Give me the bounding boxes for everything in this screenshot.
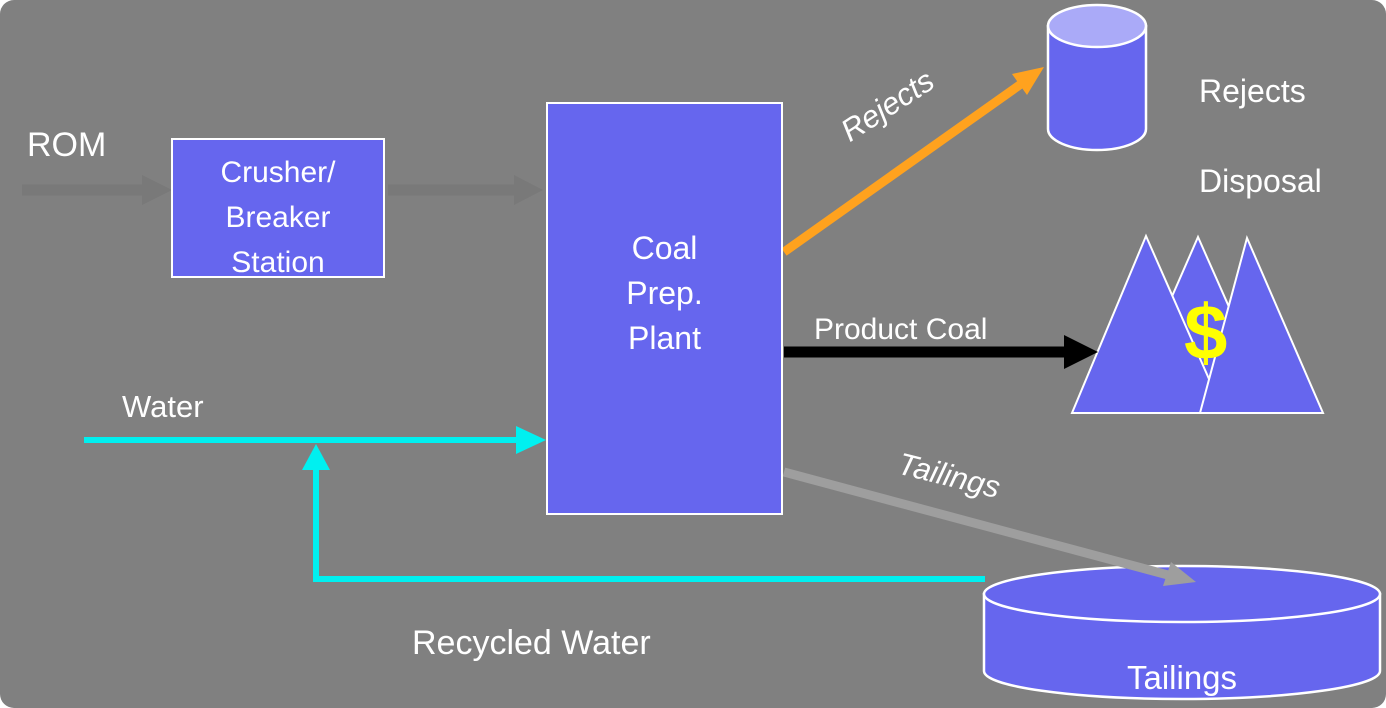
rom-feed-arrow (22, 175, 172, 205)
tailings-cylinder (982, 564, 1382, 701)
rejects-arrow (781, 67, 1044, 256)
water-arrow (84, 426, 546, 454)
water-flow-label: Water (122, 389, 204, 424)
plant-line-1: Coal (631, 230, 698, 266)
rejects-cylinder (1046, 3, 1148, 152)
plant-line-3: Plant (628, 320, 701, 356)
rejects-disposal-label: Rejects Disposal (1199, 73, 1322, 199)
rom-label: ROM (27, 126, 107, 164)
money-mountains (1070, 233, 1325, 414)
dollar-sign: $ (1184, 288, 1228, 376)
product-coal-arrow (784, 335, 1098, 369)
crusher-line-1: Crusher/ (220, 156, 336, 189)
crusher-breaker-station-box: Crusher/ Breaker Station (171, 138, 385, 279)
plant-line-2: Prep. (626, 275, 703, 311)
crusher-to-plant-arrow (388, 175, 543, 205)
recycled-water-flow-label: Recycled Water (412, 624, 651, 662)
product-coal-flow-label: Product Coal (814, 313, 988, 346)
tailings-arrow (782, 467, 1196, 586)
coal-prep-plant-box: Coal Prep. Plant (546, 102, 783, 515)
tailings-disposal-label: Tailings Disposal (1126, 659, 1238, 696)
recycled-water-line (302, 444, 985, 582)
crusher-line-3: Station (231, 246, 325, 279)
crusher-line-2: Breaker (225, 201, 331, 234)
